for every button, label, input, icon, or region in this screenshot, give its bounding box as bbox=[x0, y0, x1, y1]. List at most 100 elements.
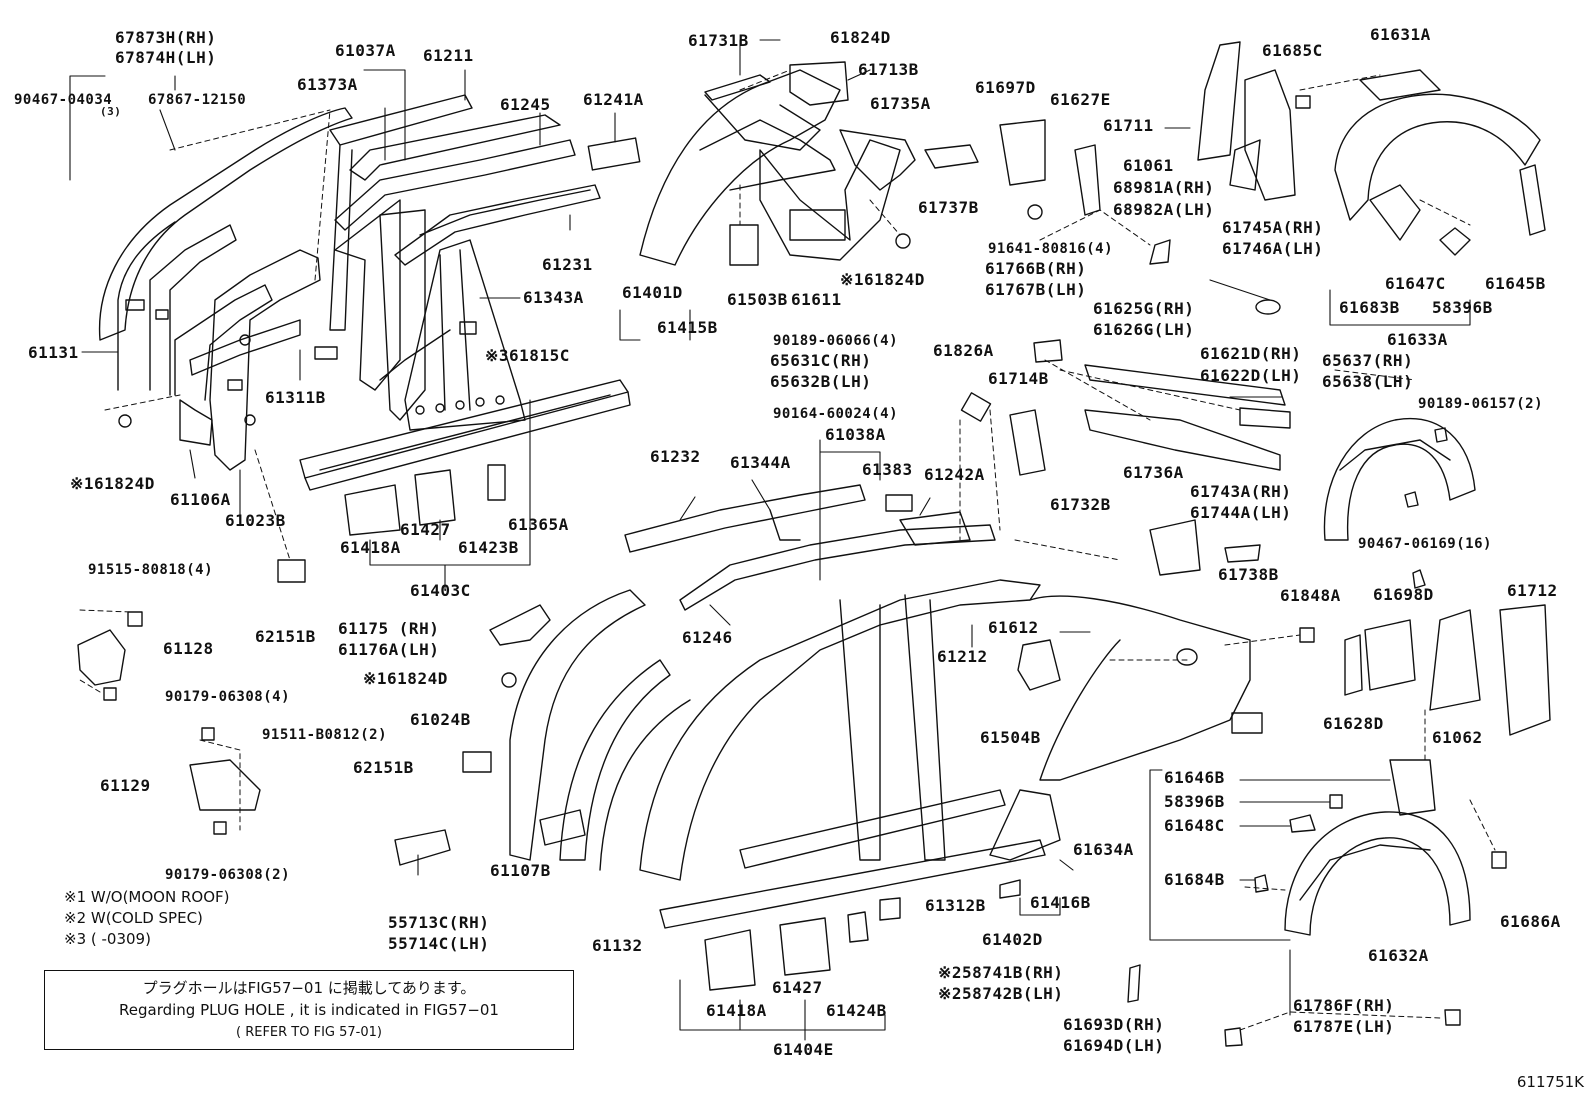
part-label: 65632B(LH) bbox=[770, 372, 872, 391]
part-label: 61625G(RH) bbox=[1093, 299, 1195, 318]
part-label: 61786F(RH) bbox=[1293, 996, 1395, 1015]
dashed-guide-lines bbox=[79, 69, 1496, 1031]
part-label: 61242A bbox=[924, 465, 985, 484]
part-label: 61848A bbox=[1280, 586, 1341, 605]
part-label: 61403C bbox=[410, 581, 471, 600]
part-label: 61176A(LH) bbox=[338, 640, 440, 659]
part-label: 61824D bbox=[830, 28, 891, 47]
part-label: 61714B bbox=[988, 369, 1049, 388]
notice-line-en: Regarding PLUG HOLE , it is indicated in… bbox=[119, 1001, 499, 1019]
plug-hole-notice-box: プラグホールはFIG57−01 に掲載してあります。 Regarding PLU… bbox=[44, 970, 574, 1050]
footnote-2: ※2 W(COLD SPEC) bbox=[64, 909, 203, 927]
part-label: 61648C bbox=[1164, 816, 1225, 835]
part-label: 61612 bbox=[988, 618, 1039, 637]
part-label: 61693D(RH) bbox=[1063, 1015, 1165, 1034]
part-label: 61427 bbox=[400, 520, 451, 539]
part-label: 90179-06308(4) bbox=[165, 689, 291, 705]
quarter-extension-part bbox=[729, 224, 759, 266]
cowl-side-part bbox=[209, 249, 321, 471]
part-label: (3) bbox=[100, 105, 122, 118]
part-label: 61621D(RH) bbox=[1200, 344, 1302, 363]
part-label: 90467-06169(16) bbox=[1358, 536, 1492, 552]
part-label: 61826A bbox=[933, 341, 994, 360]
part-label: 61731B bbox=[688, 31, 749, 50]
rocker-brackets-part bbox=[344, 464, 901, 991]
clip-part bbox=[1295, 95, 1311, 109]
part-label: 61787E(LH) bbox=[1293, 1017, 1395, 1036]
part-label: ※258741B(RH) bbox=[938, 963, 1064, 982]
quarter-lower-parts bbox=[960, 392, 1261, 576]
part-label: 58396B bbox=[1432, 298, 1493, 317]
part-label: 61737B bbox=[918, 198, 979, 217]
part-label: 61131 bbox=[28, 343, 79, 362]
part-label: 61373A bbox=[297, 75, 358, 94]
part-label: 61404E bbox=[773, 1040, 834, 1059]
part-label: ※361815C bbox=[485, 346, 570, 365]
part-label: 61424B bbox=[826, 1001, 887, 1020]
part-label: 61767B(LH) bbox=[985, 280, 1087, 299]
part-label: 61738B bbox=[1218, 565, 1279, 584]
part-label: 61344A bbox=[730, 453, 791, 472]
part-label: 68981A(RH) bbox=[1113, 178, 1215, 197]
part-label: 61061 bbox=[1123, 156, 1174, 175]
roof-rail-reinforcement-part bbox=[334, 139, 601, 266]
rear-bracket-set-part bbox=[1404, 427, 1448, 589]
part-label: 61132 bbox=[592, 936, 643, 955]
part-label: 61211 bbox=[423, 46, 474, 65]
part-label: 61038A bbox=[825, 425, 886, 444]
part-label: 62151B bbox=[353, 758, 414, 777]
part-label: 61732B bbox=[1050, 495, 1111, 514]
part-label: 55714C(LH) bbox=[388, 934, 490, 953]
part-label: 61697D bbox=[975, 78, 1036, 97]
part-label: ※161824D bbox=[363, 669, 448, 688]
figure-code: 611751K bbox=[1516, 1073, 1584, 1091]
plug-hole-part bbox=[501, 672, 517, 688]
footnote-3: ※3 ( -0309) bbox=[64, 930, 151, 948]
plug-hole-part bbox=[895, 233, 911, 249]
rocker-outer-part bbox=[299, 379, 631, 491]
part-label: 61024B bbox=[410, 710, 471, 729]
part-label: 61626G(LH) bbox=[1093, 320, 1195, 339]
part-label: 61311B bbox=[265, 388, 326, 407]
part-label: 61241A bbox=[583, 90, 644, 109]
part-label: 61632A bbox=[1368, 946, 1429, 965]
notice-line-jp: プラグホールはFIG57−01 に掲載してあります。 bbox=[142, 979, 476, 997]
body-side-outer-panel-part bbox=[639, 579, 1263, 929]
part-label: 61503B bbox=[727, 290, 788, 309]
part-label: 61745A(RH) bbox=[1222, 218, 1324, 237]
front-door-opening-panel-part bbox=[509, 589, 691, 871]
right-side-brackets-part bbox=[1224, 604, 1551, 1047]
part-label: 61245 bbox=[500, 95, 551, 114]
center-pillar-reinforcement-part bbox=[404, 239, 526, 431]
part-label: ※161824D bbox=[840, 270, 925, 289]
front-pillar-assembly-part bbox=[98, 107, 353, 446]
part-label: 61736A bbox=[1123, 463, 1184, 482]
part-label: 61628D bbox=[1323, 714, 1384, 733]
rear-wheel-housing-inner-part bbox=[1284, 811, 1471, 936]
part-label: 61343A bbox=[523, 288, 584, 307]
part-label: 61645B bbox=[1485, 274, 1546, 293]
part-label: 61401D bbox=[622, 283, 683, 302]
part-label: 61711 bbox=[1103, 116, 1154, 135]
part-label: 61418A bbox=[340, 538, 401, 557]
part-label: 61106A bbox=[170, 490, 231, 509]
part-label: 61062 bbox=[1432, 728, 1483, 747]
part-label: 67874H(LH) bbox=[115, 48, 217, 67]
small-bracket-part bbox=[587, 137, 641, 171]
part-label: 62151B bbox=[255, 627, 316, 646]
part-label: 58396B bbox=[1164, 792, 1225, 811]
part-label: 61627E bbox=[1050, 90, 1111, 109]
part-label: 65638(LH) bbox=[1322, 372, 1414, 391]
part-label: 61232 bbox=[650, 447, 701, 466]
quarter-rear-lower-part bbox=[989, 639, 1061, 899]
part-label: 61023B bbox=[225, 511, 286, 530]
part-label: 67873H(RH) bbox=[115, 28, 217, 47]
notice-line-ref: ( REFER TO FIG 57-01) bbox=[236, 1025, 382, 1040]
part-label: 91641-80816(4) bbox=[988, 241, 1114, 257]
part-label: 65637(RH) bbox=[1322, 351, 1414, 370]
part-label: 61743A(RH) bbox=[1190, 482, 1292, 501]
part-label: 61427 bbox=[772, 978, 823, 997]
rear-wheel-housing-upper-part bbox=[1334, 69, 1546, 256]
part-label: 61713B bbox=[858, 60, 919, 79]
